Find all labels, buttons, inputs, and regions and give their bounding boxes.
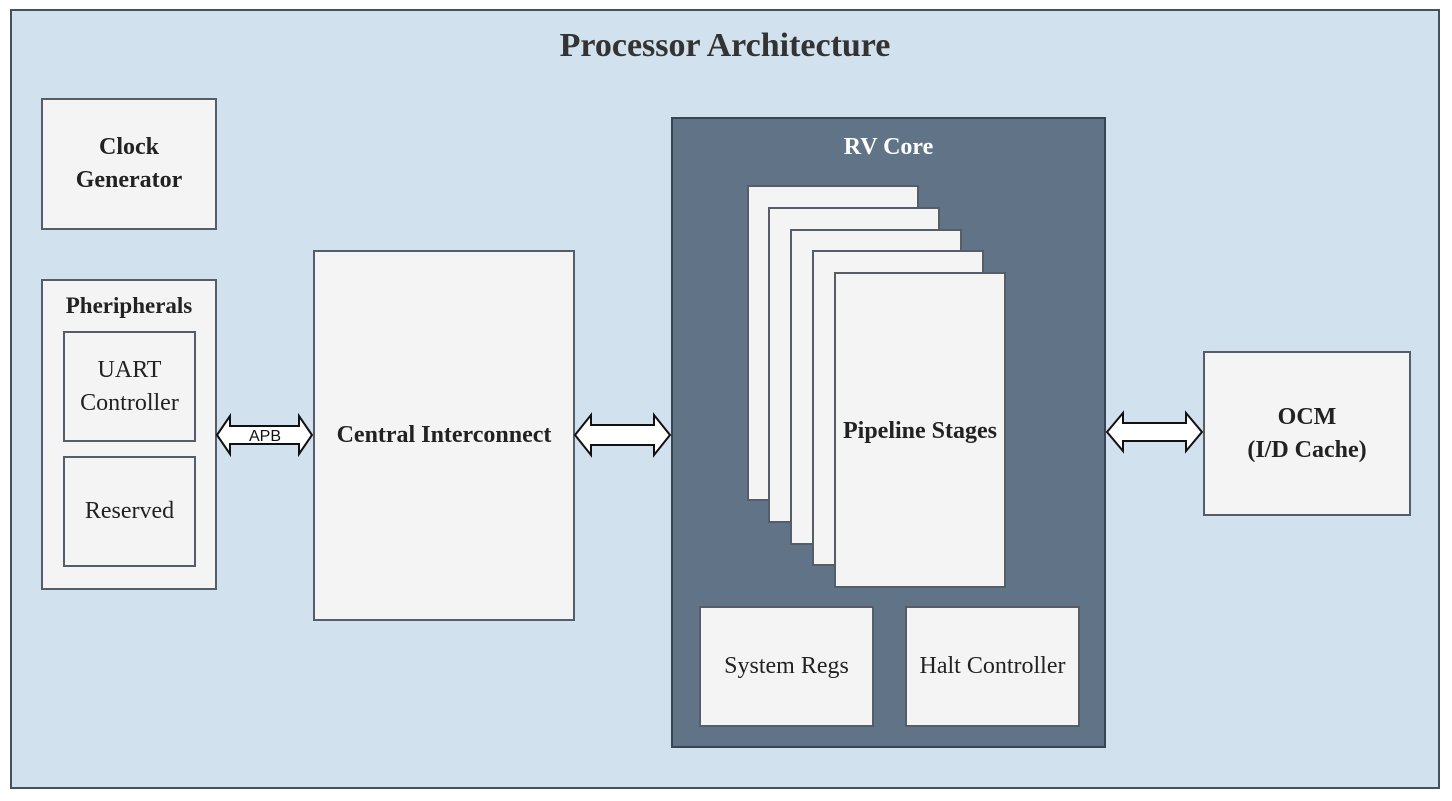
rv-core-title: RV Core: [843, 134, 934, 160]
clock-generator-label-line2: Generator: [75, 167, 183, 193]
apb-bus-arrow: [215, 412, 314, 458]
ocm-label-line1: OCM: [1277, 403, 1337, 430]
pipeline-stage-card-front: Pipeline Stages: [834, 272, 1006, 588]
clock-generator-block: Clock Generator: [41, 98, 217, 230]
interconnect-core-arrow: [573, 412, 672, 458]
halt-controller-label: Halt Controller: [919, 653, 1066, 679]
pipeline-stages-label: Pipeline Stages: [843, 418, 997, 444]
ocm-block: OCM (I/D Cache): [1203, 351, 1411, 516]
ocm-label-line2: (I/D Cache): [1247, 436, 1367, 463]
peripherals-title: Pheripherals: [65, 293, 193, 318]
central-interconnect-block: Central Interconnect: [313, 250, 575, 621]
system-regs-label: System Regs: [724, 653, 849, 679]
uart-label-line1: UART: [97, 356, 162, 383]
halt-controller-block: Halt Controller: [905, 606, 1080, 727]
reserved-label: Reserved: [84, 498, 175, 524]
central-interconnect-label: Central Interconnect: [336, 422, 552, 448]
core-ocm-arrow: [1105, 410, 1204, 454]
reserved-block: Reserved: [63, 456, 196, 567]
apb-label: APB: [249, 428, 281, 445]
clock-generator-label-line1: Clock: [99, 134, 159, 160]
uart-label-line2: Controller: [80, 389, 179, 416]
diagram-title: Processor Architecture: [559, 27, 891, 64]
uart-controller-block: UART Controller: [63, 331, 196, 442]
system-regs-block: System Regs: [699, 606, 874, 727]
